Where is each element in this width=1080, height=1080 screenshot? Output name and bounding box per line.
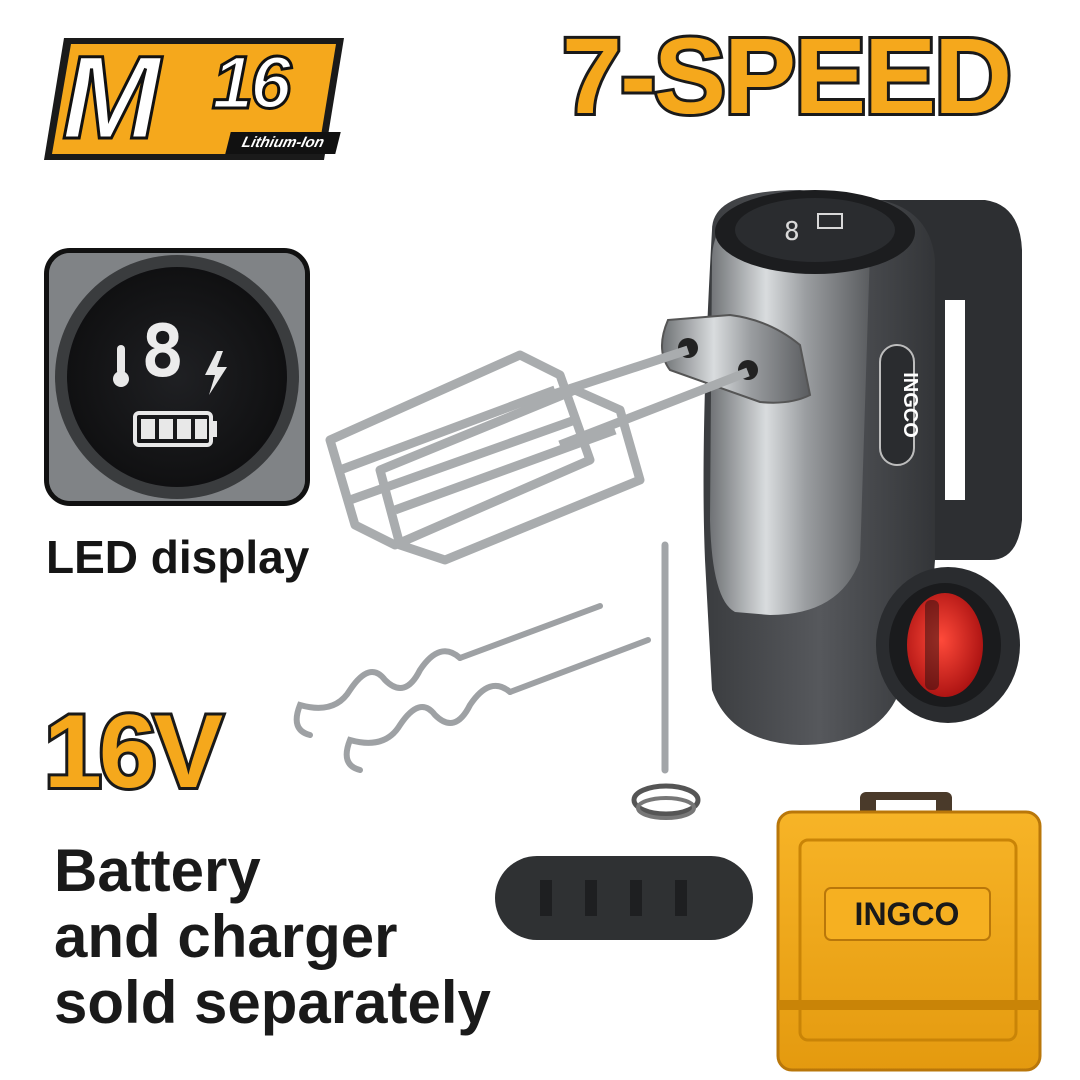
note-line-1: Battery bbox=[54, 837, 261, 904]
mixer-display-digit: 8 bbox=[784, 217, 800, 247]
speed-dial bbox=[907, 593, 983, 697]
voltage-label: 16V bbox=[41, 694, 226, 810]
badge-series-number: 16 bbox=[210, 40, 292, 126]
sold-separately-note: Battery and charger sold separately bbox=[54, 838, 491, 1036]
badge-series-letter: M bbox=[60, 31, 161, 166]
led-speed-digit: 8 bbox=[141, 309, 185, 393]
lightning-icon bbox=[205, 351, 227, 395]
mixer-brand-label: INGCO bbox=[899, 372, 921, 438]
badge-shape bbox=[44, 38, 344, 160]
led-display-screen bbox=[49, 253, 305, 501]
led-display-inset: 8 bbox=[44, 248, 310, 506]
led-display-caption: LED display bbox=[46, 531, 310, 583]
dough-hooks bbox=[293, 603, 651, 773]
accessory-holder bbox=[495, 856, 753, 940]
battery-icon bbox=[133, 411, 217, 447]
hand-mixer: 8 INGCO bbox=[661, 190, 1022, 745]
carry-case: INGCO bbox=[776, 792, 1042, 1072]
note-line-3: sold separately bbox=[54, 969, 491, 1036]
note-line-2: and charger bbox=[54, 903, 398, 970]
milk-frother bbox=[631, 541, 701, 820]
m16-badge: M 16 Lithium-Ion bbox=[44, 31, 344, 166]
speed-headline: 7-SPEED bbox=[559, 15, 1015, 136]
beaters bbox=[325, 345, 750, 565]
case-brand-label: INGCO bbox=[855, 896, 960, 932]
badge-battery-type: Lithium-Ion bbox=[225, 132, 341, 154]
thermometer-icon bbox=[113, 345, 129, 387]
